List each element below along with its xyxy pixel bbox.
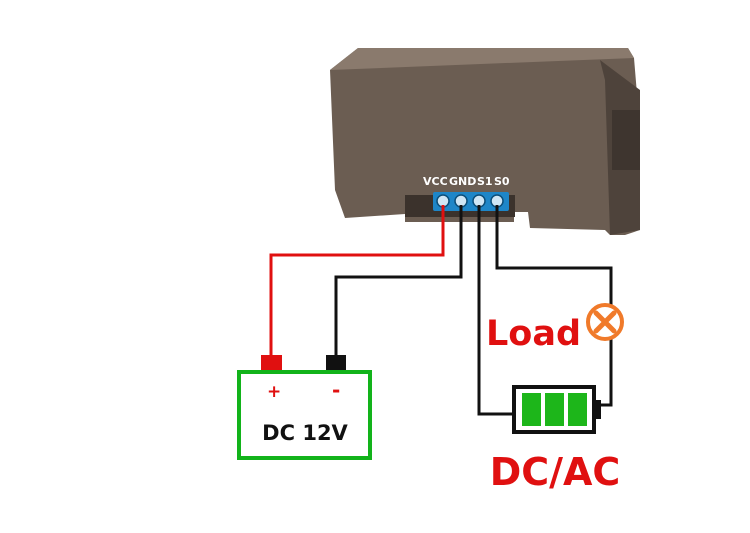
source-label: DC/AC — [490, 450, 621, 494]
plus-sign: + — [267, 382, 281, 402]
module — [330, 48, 640, 235]
pin-label-vcc: VCC — [423, 175, 448, 188]
positive-terminal — [261, 355, 282, 371]
power-supply-label: DC 12V — [262, 421, 348, 445]
power-supply-box — [237, 370, 372, 460]
vcc-wire — [269, 205, 445, 356]
load-label: Load — [486, 314, 581, 354]
pin-label-s1: S1 — [477, 175, 493, 188]
load-to-source-wire — [597, 336, 613, 407]
pin-label-gnd: GND — [449, 175, 476, 188]
load-x-icon — [586, 303, 624, 341]
gnd-wire — [334, 205, 463, 356]
battery-icon — [512, 385, 601, 434]
negative-terminal — [326, 355, 346, 371]
pin-label-s0: S0 — [494, 175, 510, 188]
power-supply: + - DC 12V — [237, 355, 372, 460]
minus-sign: - — [332, 378, 340, 402]
s0-wire — [495, 205, 613, 307]
s1-wire — [477, 205, 514, 416]
load: Load — [486, 303, 624, 354]
pin-labels: VCC GND S1 S0 — [423, 175, 510, 188]
